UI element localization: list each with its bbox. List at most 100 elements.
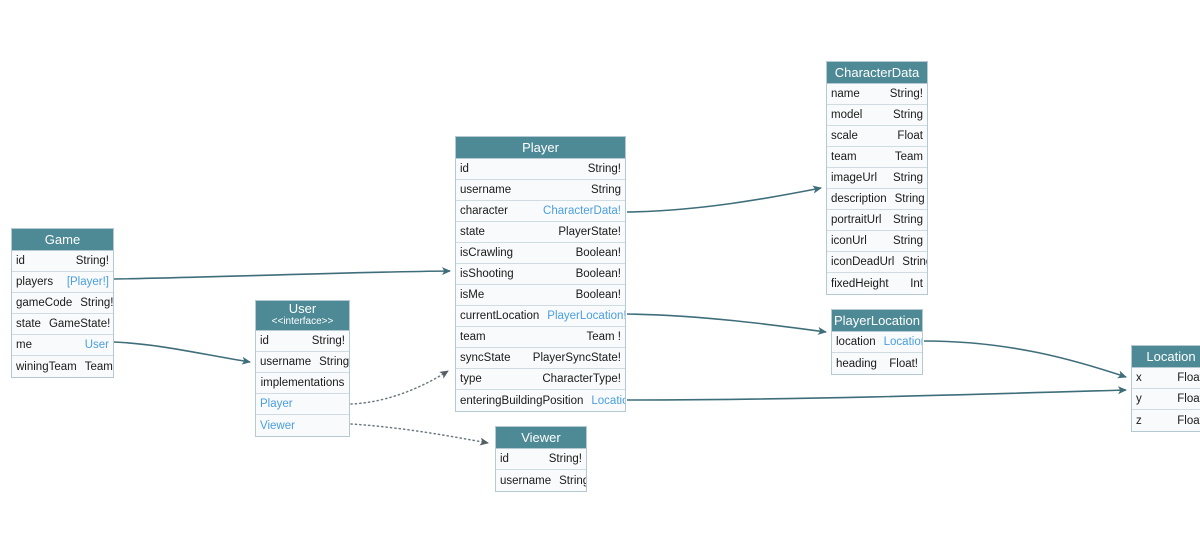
field-row[interactable]: character CharacterData! bbox=[456, 201, 625, 222]
implementation-item-player[interactable]: Player bbox=[256, 394, 349, 415]
field-row[interactable]: enteringBuildingPosition Location bbox=[456, 390, 625, 411]
field-row[interactable]: me User bbox=[12, 335, 113, 356]
field-row[interactable]: winingTeam Team bbox=[12, 356, 113, 377]
field-name: enteringBuildingPosition bbox=[460, 394, 584, 407]
entity-game[interactable]: Game id String! players [Player!] gameCo… bbox=[11, 228, 114, 378]
field-type: Team ! bbox=[586, 331, 621, 343]
field-row[interactable]: iconDeadUrl String bbox=[827, 252, 927, 273]
field-row[interactable]: fixedHeight Int bbox=[827, 273, 927, 294]
field-row[interactable]: id String! bbox=[12, 251, 113, 272]
field-type: String bbox=[892, 172, 923, 184]
field-row[interactable]: location Location! bbox=[832, 332, 922, 353]
field-row[interactable]: syncState PlayerSyncState! bbox=[456, 348, 625, 369]
entity-user-title: User <<interface>> bbox=[256, 301, 349, 331]
field-name: id bbox=[16, 255, 25, 267]
entity-playerlocation[interactable]: PlayerLocation location Location! headin… bbox=[831, 309, 923, 375]
edge-game-me-to-user bbox=[113, 341, 251, 365]
field-name: imageUrl bbox=[831, 172, 878, 184]
field-row[interactable]: username String bbox=[496, 470, 586, 491]
field-row[interactable]: username String bbox=[456, 180, 625, 201]
field-row[interactable]: imageUrl String bbox=[827, 168, 927, 189]
entity-viewer-title: Viewer bbox=[496, 427, 586, 449]
field-type: Boolean! bbox=[575, 289, 621, 301]
edge-game-players-to-player bbox=[113, 267, 451, 280]
field-name: players bbox=[16, 276, 54, 288]
field-name: x bbox=[1136, 372, 1142, 384]
field-name: character bbox=[460, 205, 508, 217]
field-row[interactable]: team Team bbox=[827, 147, 927, 168]
field-name: team bbox=[460, 331, 486, 343]
field-name: location bbox=[836, 336, 876, 348]
entity-player-title: Player bbox=[456, 137, 625, 159]
field-type: CharacterData! bbox=[543, 205, 621, 217]
field-name: iconDeadUrl bbox=[831, 256, 895, 268]
field-row[interactable]: players [Player!] bbox=[12, 272, 113, 293]
field-row[interactable]: iconUrl String bbox=[827, 231, 927, 252]
field-name: id bbox=[460, 163, 469, 175]
field-name: id bbox=[500, 453, 509, 465]
field-row[interactable]: type CharacterType! bbox=[456, 369, 625, 390]
field-row[interactable]: x Float! bbox=[1132, 368, 1200, 389]
field-row[interactable]: state GameState! bbox=[12, 314, 113, 335]
field-type: Int bbox=[910, 277, 923, 290]
entity-location[interactable]: Location x Float! y Float! z Float! bbox=[1131, 345, 1200, 432]
edge-user-implements-viewer bbox=[350, 423, 489, 446]
field-row[interactable]: state PlayerState! bbox=[456, 222, 625, 243]
field-name: heading bbox=[836, 357, 877, 370]
field-name: syncState bbox=[460, 352, 511, 364]
field-type: Float! bbox=[1177, 372, 1200, 384]
field-name: model bbox=[831, 109, 863, 121]
field-name: id bbox=[260, 335, 269, 347]
field-type: PlayerSyncState! bbox=[532, 352, 621, 364]
entity-viewer[interactable]: Viewer id String! username String bbox=[495, 426, 587, 492]
field-type: String! bbox=[587, 163, 621, 175]
field-name: isMe bbox=[460, 289, 485, 301]
entity-user-name: User bbox=[288, 301, 317, 316]
field-row[interactable]: team Team ! bbox=[456, 327, 625, 348]
implementation-item-viewer[interactable]: Viewer bbox=[256, 415, 349, 436]
field-row[interactable]: portraitUrl String bbox=[827, 210, 927, 231]
field-row[interactable]: id String! bbox=[496, 449, 586, 470]
entity-location-title: Location bbox=[1132, 346, 1200, 368]
entity-playerlocation-title: PlayerLocation bbox=[832, 310, 922, 332]
field-name: team bbox=[831, 151, 857, 163]
field-type: Float bbox=[897, 130, 923, 142]
field-row[interactable]: heading Float! bbox=[832, 353, 922, 374]
edge-user-implements-player bbox=[350, 370, 449, 405]
field-name: username bbox=[260, 356, 312, 368]
field-type: String! bbox=[311, 335, 345, 347]
edge-player-character-to-characterdata bbox=[626, 185, 822, 213]
entity-characterdata[interactable]: CharacterData name String! model String … bbox=[826, 61, 928, 295]
field-type: String! bbox=[548, 453, 582, 465]
entity-player[interactable]: Player id String! username String charac… bbox=[455, 136, 626, 412]
field-row[interactable]: y Float! bbox=[1132, 389, 1200, 410]
field-row[interactable]: id String! bbox=[456, 159, 625, 180]
field-name: scale bbox=[831, 130, 858, 142]
field-row[interactable]: z Float! bbox=[1132, 410, 1200, 431]
field-type: String bbox=[559, 474, 586, 487]
field-row[interactable]: username String bbox=[256, 352, 349, 373]
field-name: username bbox=[460, 184, 512, 196]
field-row[interactable]: gameCode String! bbox=[12, 293, 113, 314]
field-row[interactable]: currentLocation PlayerLocation! bbox=[456, 306, 625, 327]
field-type: Location! bbox=[883, 336, 922, 348]
field-row[interactable]: isMe Boolean! bbox=[456, 285, 625, 306]
field-row[interactable]: scale Float bbox=[827, 126, 927, 147]
field-row[interactable]: id String! bbox=[256, 331, 349, 352]
field-row[interactable]: isCrawling Boolean! bbox=[456, 243, 625, 264]
field-row[interactable]: description String bbox=[827, 189, 927, 210]
implementations-header: implementations bbox=[256, 373, 349, 394]
field-type: Team bbox=[894, 151, 923, 163]
field-type: Float! bbox=[889, 357, 918, 370]
field-row[interactable]: model String bbox=[827, 105, 927, 126]
field-type: String bbox=[902, 256, 927, 268]
field-type: String bbox=[892, 109, 923, 121]
field-name: name bbox=[831, 88, 860, 100]
field-name: state bbox=[16, 318, 41, 330]
entity-user[interactable]: User <<interface>> id String! username S… bbox=[255, 300, 350, 437]
field-row[interactable]: name String! bbox=[827, 84, 927, 105]
field-row[interactable]: isShooting Boolean! bbox=[456, 264, 625, 285]
field-type: Boolean! bbox=[575, 247, 621, 259]
field-type: PlayerLocation! bbox=[547, 310, 625, 322]
